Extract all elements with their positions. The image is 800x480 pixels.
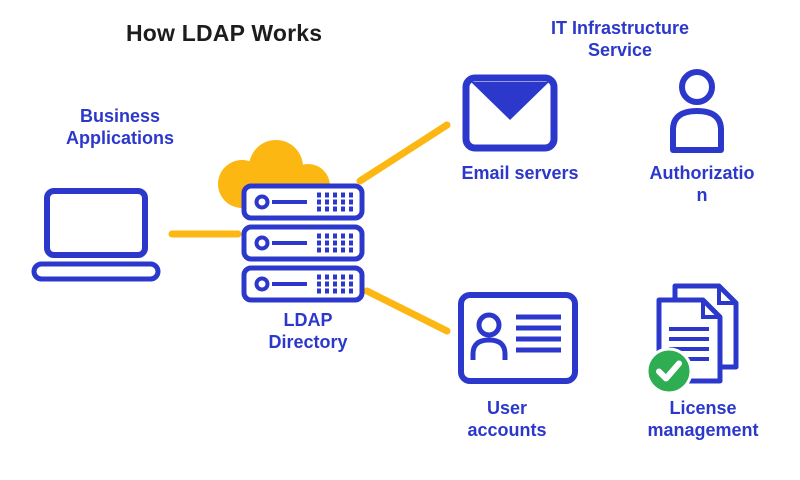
server-unit [241,183,365,221]
license-management-label: License management [647,398,759,440]
connector-ldap-to-email [356,121,451,185]
server-unit [241,265,365,303]
envelope-icon [462,68,558,156]
diagram-title: How LDAP Works [126,20,323,46]
it-infrastructure-service-label: IT Infrastructure Service [550,18,690,60]
id-card-icon [458,292,578,384]
business-applications-label: Business Applications [65,106,174,148]
connector-ldap-to-accounts [363,287,451,335]
user-accounts-label: User accounts [467,398,547,440]
email-servers-label: Email servers [461,163,579,183]
ldap-directory-label: LDAP Directory [268,310,348,352]
authorization-label: Authorization [649,163,755,205]
server-unit [241,224,365,262]
laptop-icon [30,186,162,286]
person-icon [668,66,728,156]
check-badge-icon [645,347,693,395]
server-stack-icon [241,183,365,303]
